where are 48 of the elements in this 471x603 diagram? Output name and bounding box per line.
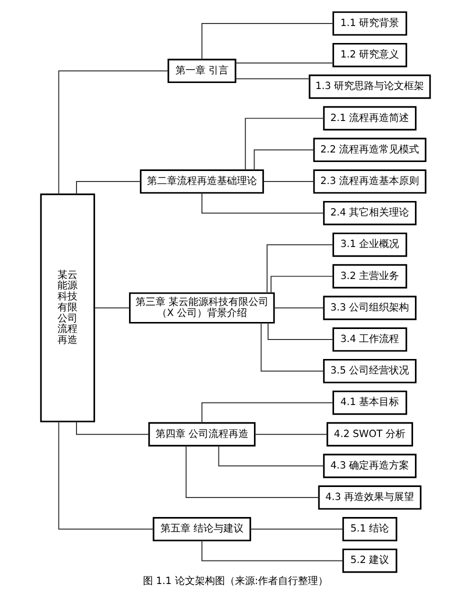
connector [263,181,314,182]
node-box: 4.3 再造效果与展望 [318,485,422,510]
node-box: 第二章流程再造基础理论 [140,169,264,194]
connector [76,181,142,195]
node-box: 1.1 研究背景 [332,11,408,36]
connector [250,528,344,530]
node-box: 2.3 流程再造基本原则 [313,169,426,194]
node-box: 4.2 SWOT 分析 [326,422,414,446]
connector [201,192,324,214]
node-box: 某云能源科技有限公司流程再造 [40,194,96,422]
connector [58,421,154,530]
node-box: 第四章 公司流程再造 [148,422,256,446]
connector [270,276,334,294]
caption: 图 1.1 论文架构图（来源:作者自行整理） [142,576,328,587]
connector [254,434,328,435]
connector [201,540,344,562]
connector [235,62,334,64]
connector [58,70,168,195]
node-box: 3.3 公司组织架构 [323,296,417,320]
connector [218,445,324,466]
connector [274,307,324,308]
node-box: 1.3 研究思路与论文框架 [308,74,431,99]
node-box: 3.5 公司经营状况 [323,358,417,384]
node-box: 3.2 主营业务 [332,264,408,288]
node-box: 5.1 结论 [342,516,398,542]
node-box: 第五章 结论与建议 [152,516,252,542]
node-box: 第三章 某云能源科技有限公司（X 公司）背景介绍 [129,292,275,324]
connector [186,445,320,498]
connector [94,307,130,308]
connector [235,78,310,80]
connector [254,149,314,171]
node-box: 2.4 其它相关理论 [323,200,417,226]
node-box: 3.4 工作流程 [332,327,408,352]
node-box: 3.1 企业概况 [332,232,408,257]
connector [76,421,150,435]
node-box: 4.1 基本目标 [332,390,408,415]
node-box: 2.1 流程再造简述 [323,106,417,130]
node-box: 第一章 引言 [168,58,236,84]
connector [266,244,334,294]
node-box: 4.3 确定再造方案 [323,454,417,478]
node-box: 2.2 流程再造常见模式 [313,138,426,162]
connector [260,322,324,372]
node-box: 1.2 研究意义 [332,42,408,68]
connector [201,402,334,424]
node-box: 5.2 建议 [342,548,398,573]
connector [201,23,334,60]
connector [268,322,334,340]
connector [244,118,324,170]
